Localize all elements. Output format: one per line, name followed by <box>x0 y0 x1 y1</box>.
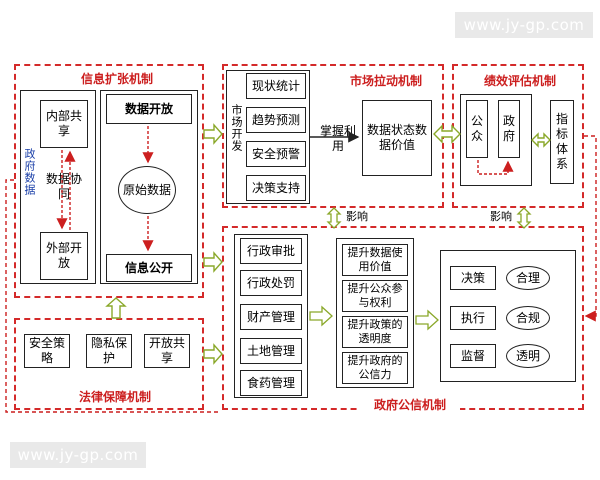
perf-public-box: 公众 <box>466 100 488 158</box>
perf-gov-box: 政府 <box>498 100 520 158</box>
eval-index-arrow <box>531 132 551 148</box>
influence-arrow-2 <box>516 207 532 229</box>
admin-to-improve-arrow <box>309 305 333 327</box>
influence-arrow-1 <box>326 207 342 229</box>
data-process-box <box>100 90 198 284</box>
public-gov-loop <box>477 160 514 175</box>
inner-share-box: 内部共享 <box>40 100 88 148</box>
info-to-market-arrow <box>203 123 223 145</box>
legal-to-gov-arrow <box>203 343 223 365</box>
market-dev-box <box>226 70 310 204</box>
legal-to-info-arrow <box>105 297 127 319</box>
feedback-left <box>5 179 220 413</box>
gov-data-box <box>20 90 96 284</box>
legal-title: 法律保障机制 <box>78 390 151 404</box>
improve-to-process-arrow <box>415 309 439 331</box>
feedback-right <box>584 135 597 322</box>
info-expansion-module <box>14 64 204 298</box>
admin-item-2: 行政处罚 <box>240 270 302 296</box>
influence-label-1: 影响 <box>346 210 368 223</box>
perf-title: 绩效评估机制 <box>483 74 556 88</box>
process-decide: 决策 <box>450 266 496 290</box>
admin-item-4: 土地管理 <box>240 338 302 364</box>
legal-item-1: 安全策略 <box>24 334 70 368</box>
market-item-3: 安全预警 <box>246 141 306 167</box>
data-open-box: 数据开放 <box>106 94 192 124</box>
influence-label-2: 影响 <box>490 210 512 223</box>
process-execute: 执行 <box>450 306 496 330</box>
info-expansion-title: 信息扩张机制 <box>62 70 172 87</box>
improve-items-box <box>336 238 414 388</box>
watermark-bottom: www.jy-gp.com <box>10 442 146 468</box>
improve-item-2: 提升公众参与权利 <box>342 280 408 312</box>
legal-item-3: 开放共享 <box>144 334 190 368</box>
admin-item-3: 财产管理 <box>240 304 302 330</box>
quality-compliant: 合规 <box>506 306 550 330</box>
gov-data-label: 政府数据 <box>23 148 36 196</box>
legal-item-2: 隐私保护 <box>86 334 132 368</box>
improve-item-4: 提升政府的公信力 <box>342 352 408 384</box>
quality-reasonable: 合理 <box>506 266 550 290</box>
admin-item-5: 食药管理 <box>240 370 302 396</box>
gov-credibility-title: 政府公信机制 <box>360 396 460 413</box>
improve-item-3: 提升政策的透明度 <box>342 316 408 348</box>
legal-module <box>14 318 204 410</box>
market-item-2: 趋势预测 <box>246 107 306 133</box>
process-box <box>440 250 576 382</box>
admin-item-1: 行政审批 <box>240 238 302 264</box>
process-supervise: 监督 <box>450 344 496 368</box>
raw-data-oval: 原始数据 <box>118 166 176 214</box>
grasp-use-label: 掌握利用 <box>320 124 357 153</box>
market-dev-label: 市场开发 <box>230 104 243 152</box>
outer-open-box: 外部开放 <box>40 232 88 280</box>
market-perf-arrow <box>433 124 461 144</box>
watermark-top: www.jy-gp.com <box>455 12 593 38</box>
info-to-gov-arrow <box>203 251 223 273</box>
admin-items-box <box>234 234 308 398</box>
market-item-1: 现状统计 <box>246 73 306 99</box>
quality-transparent: 透明 <box>506 344 550 368</box>
data-value-box: 数据状态数据价值 <box>362 100 432 176</box>
info-public-box: 信息公开 <box>106 254 192 282</box>
improve-item-1: 提升数据使用价值 <box>342 244 408 276</box>
market-title: 市场拉动机制 <box>349 74 422 88</box>
market-item-4: 决策支持 <box>246 175 306 201</box>
data-coord-label: 数据协同 <box>45 172 82 201</box>
perf-index-box: 指标体系 <box>550 100 574 184</box>
